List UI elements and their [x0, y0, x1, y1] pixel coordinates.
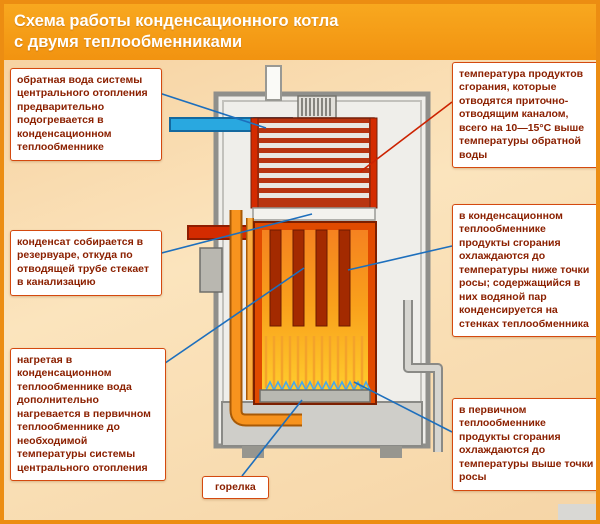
condensing-heat-exchanger [250, 117, 378, 209]
corner-mark [558, 504, 596, 520]
callout-flue-temperature: температура продуктов сгорания, которые … [452, 62, 596, 169]
leader-heated-water [151, 267, 305, 373]
bypass-pipes [229, 210, 302, 427]
combustion-chamber [253, 221, 377, 405]
callout-heated-water: нагретая в конденсационном теплообменник… [10, 348, 166, 481]
boiler-base [221, 401, 423, 458]
heat-exchanger-fins [269, 229, 351, 327]
leader-flue-temperature [359, 101, 453, 173]
condensate-tray [252, 207, 376, 221]
title-line-1: Схема работы конденсационного котла [14, 12, 339, 30]
leader-condensing-hx [347, 245, 453, 271]
callout-condensing-hx: в конденсационном теплообменнике продукт… [452, 204, 596, 337]
boiler-diagram [149, 65, 453, 477]
leader-condensate [149, 213, 313, 257]
burner-flames [265, 380, 371, 392]
lower-fins [264, 336, 364, 388]
leader-primary-hx [353, 381, 453, 433]
burner [259, 380, 371, 403]
title-line-2: с двумя теплообменниками [14, 33, 243, 52]
boiler-foot [380, 446, 402, 458]
leader-return-water [149, 89, 267, 129]
flue-pipe [265, 65, 282, 101]
callout-condensate: конденсат собирается в резервуаре, откуд… [10, 230, 162, 296]
pump-unit [199, 247, 223, 293]
fan-unit [297, 95, 337, 119]
leader-lines [149, 89, 453, 477]
callout-burner: горелка [202, 476, 269, 500]
callout-primary-hx: в первичном теплообменнике продукты сгор… [452, 398, 596, 491]
callout-return-water: обратная вода системы центрального отопл… [10, 68, 162, 161]
condensate-drain-pipe [403, 300, 443, 452]
leader-burner [241, 399, 303, 477]
page-title: Схема работы конденсационного котла с дв… [4, 4, 596, 60]
